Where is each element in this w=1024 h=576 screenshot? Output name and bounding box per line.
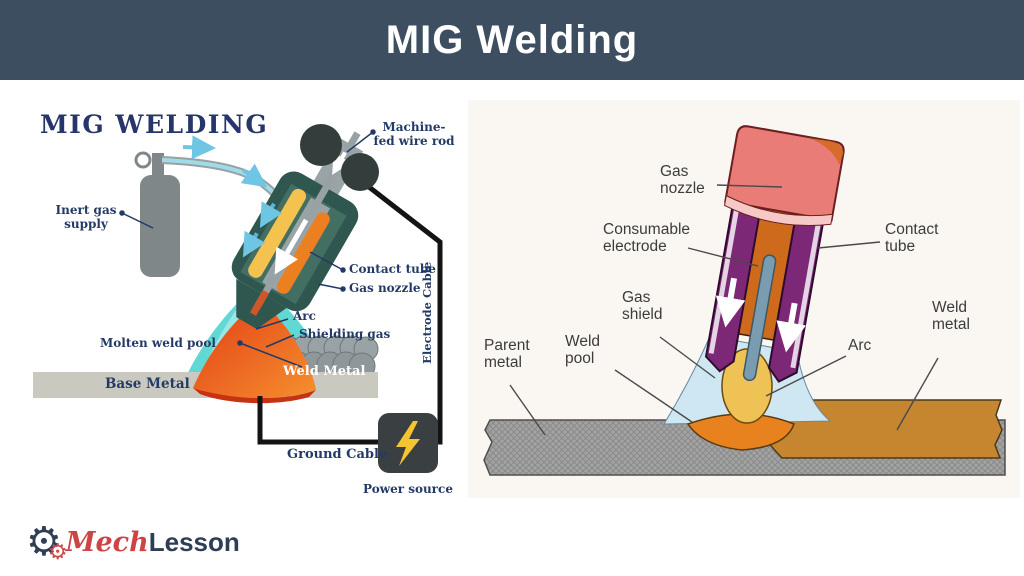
title-banner: MIG Welding xyxy=(0,0,1024,80)
gas-cylinder xyxy=(134,151,180,277)
ground-cable-line xyxy=(257,396,378,445)
left-diagram-title: MIG WELDING xyxy=(40,110,269,139)
left-diagram-illustration xyxy=(33,124,443,473)
label-parent-metal: Parent metal xyxy=(484,337,530,371)
label-arc-right: Arc xyxy=(848,337,872,354)
label-contact-tube-left: Contact tube xyxy=(349,262,436,276)
wire-feed-rollers xyxy=(300,124,379,191)
label-consumable-electrode: Consumable electrode xyxy=(603,221,691,255)
label-weld-metal-right: Weld metal xyxy=(932,299,970,333)
label-weld-metal-left: Weld Metal xyxy=(283,364,366,379)
label-gas-nozzle-left: Gas nozzle xyxy=(349,281,421,295)
page-title: MIG Welding xyxy=(385,17,639,62)
logo-text-mech: Mech xyxy=(65,526,149,558)
gear-icon: ⚙ xyxy=(26,519,62,565)
logo-text-lesson: Lesson xyxy=(148,526,240,557)
label-weld-pool: Weld pool xyxy=(565,333,601,367)
right-leader-lines xyxy=(509,184,939,436)
label-molten-weld-pool: Molten weld pool xyxy=(100,336,216,350)
left-leader-lines xyxy=(119,129,376,368)
gear-small-icon: ⚙ xyxy=(47,540,68,565)
label-gas-nozzle-right: Gas nozzle xyxy=(660,163,705,197)
lightning-icon xyxy=(396,421,420,466)
label-gas-shield: Gas shield xyxy=(622,289,663,323)
arc-shape xyxy=(721,348,773,424)
label-ground-cable: Ground Cable xyxy=(287,447,388,462)
power-source-box xyxy=(378,413,438,473)
label-base-metal: Base Metal xyxy=(105,376,190,392)
label-shielding-gas: Shielding gas xyxy=(299,327,391,341)
label-power-source: Power source xyxy=(363,482,453,496)
label-machine-fed-wire-rod: Machine-fed wire rod xyxy=(373,120,455,149)
mig-torch xyxy=(704,125,845,383)
label-arc-left: Arc xyxy=(293,309,316,323)
gas-hose xyxy=(161,135,283,202)
label-inert-gas-supply: Inert gas supply xyxy=(55,203,117,232)
label-contact-tube-right: Contact tube xyxy=(885,221,939,255)
label-electrode-cable: Electrode Cable xyxy=(420,261,435,364)
right-diagram-illustration xyxy=(468,100,1020,498)
welding-torch xyxy=(231,131,364,330)
electrode-cable-line xyxy=(358,178,443,445)
